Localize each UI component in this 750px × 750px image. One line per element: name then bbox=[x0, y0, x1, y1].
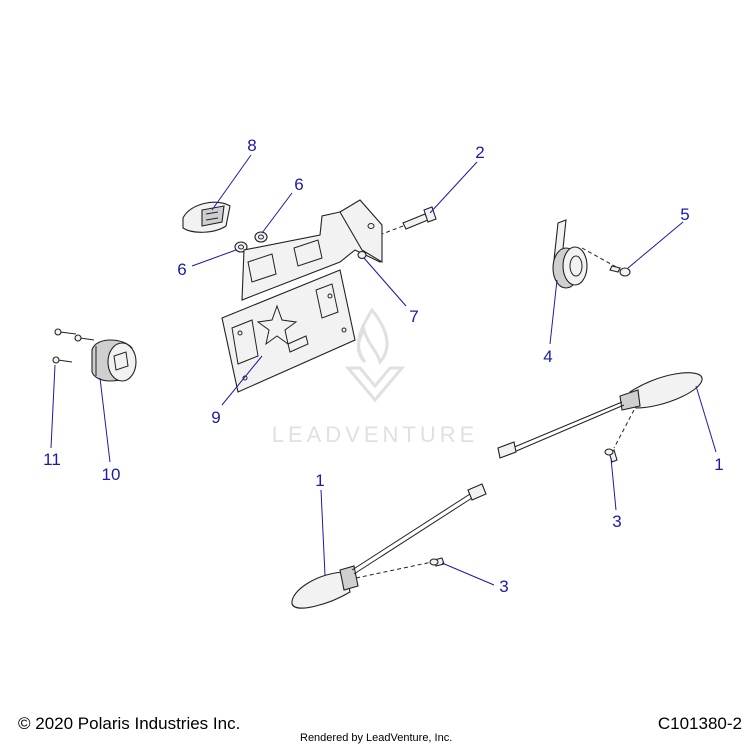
leader-6-upper bbox=[261, 192, 293, 234]
callout-5: 5 bbox=[680, 205, 689, 224]
leader-10 bbox=[99, 377, 111, 463]
leader-1-right bbox=[695, 385, 717, 453]
leader-9 bbox=[221, 355, 263, 406]
part-7-nut bbox=[357, 250, 367, 260]
callout-4: 4 bbox=[543, 347, 552, 366]
callout-8: 8 bbox=[247, 136, 256, 155]
callout-7: 7 bbox=[409, 307, 418, 326]
part-4-horn bbox=[552, 219, 619, 289]
leadventure-watermark: LEADVENTURE bbox=[272, 307, 479, 447]
callout-9: 9 bbox=[211, 408, 220, 427]
part-3-screw-left bbox=[429, 557, 445, 567]
part-1-turn-signal-left bbox=[291, 483, 487, 609]
leader-3-left bbox=[441, 562, 495, 586]
callout-3-right: 3 bbox=[612, 512, 621, 531]
leader-1-left bbox=[320, 489, 326, 576]
figure-id: C101380-2 bbox=[657, 714, 742, 733]
part-9-license-bracket bbox=[221, 199, 383, 393]
copyright-text: © 2020 Polaris Industries Inc. bbox=[18, 714, 241, 733]
part-10-light-housing bbox=[91, 339, 137, 382]
part-6-nut-upper bbox=[254, 231, 268, 243]
leader-3-right bbox=[610, 457, 617, 511]
callout-3-left: 3 bbox=[499, 577, 508, 596]
callout-11: 11 bbox=[43, 450, 61, 469]
leader-5 bbox=[627, 221, 684, 269]
flame-logo-icon bbox=[344, 307, 406, 403]
part-2-bolt bbox=[381, 206, 437, 235]
leader-6-lower bbox=[191, 249, 237, 267]
callout-6-upper: 6 bbox=[294, 175, 303, 194]
callout-10: 10 bbox=[102, 465, 121, 484]
rendered-by-text: Rendered by LeadVenture, Inc. bbox=[300, 732, 453, 744]
watermark-text: LEADVENTURE bbox=[272, 422, 479, 447]
part-5-screw bbox=[609, 265, 631, 277]
callout-6-lower: 6 bbox=[177, 260, 186, 279]
callout-labels: 8 6 6 2 7 9 5 4 11 10 1 1 3 3 bbox=[43, 136, 724, 596]
callout-1-right: 1 bbox=[714, 455, 723, 474]
leader-7 bbox=[363, 257, 407, 307]
callout-2: 2 bbox=[475, 143, 484, 162]
part-8-connector-clip bbox=[182, 201, 231, 233]
part-11-screws bbox=[52, 328, 95, 364]
leader-8 bbox=[211, 154, 252, 211]
part-1-turn-signal-right bbox=[497, 372, 703, 459]
leader-2 bbox=[429, 161, 478, 214]
callout-1-left: 1 bbox=[315, 471, 324, 490]
leader-4 bbox=[549, 279, 558, 345]
leader-11 bbox=[50, 364, 56, 449]
leader-lines bbox=[50, 154, 717, 586]
